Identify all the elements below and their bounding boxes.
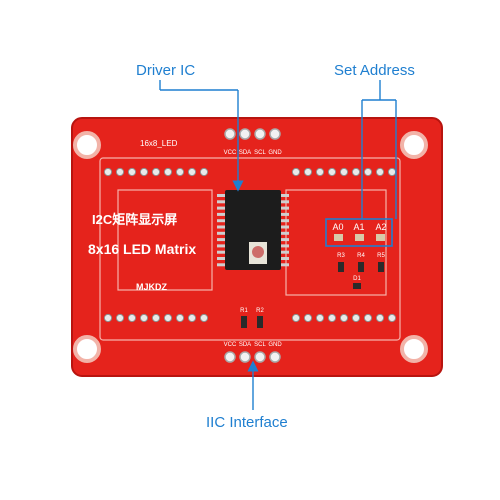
header-pin	[351, 313, 361, 323]
top-header-pin-sda: SDA	[239, 150, 251, 156]
header-pin	[127, 167, 137, 177]
ic-leg	[281, 194, 289, 197]
board-top-label: 16x8_LED	[140, 139, 178, 148]
driver-ic-pins	[217, 194, 289, 267]
ic-leg	[217, 194, 225, 197]
header-pin	[187, 313, 197, 323]
header-pin	[375, 167, 385, 177]
header-pin	[199, 313, 209, 323]
address-pad-a1: A1	[353, 222, 364, 232]
ic-leg	[217, 257, 225, 260]
board-title-en: 8x16 LED Matrix	[88, 241, 196, 257]
header-pin	[351, 167, 361, 177]
pullup-label-r1: R1	[240, 308, 248, 314]
ic-leg	[281, 200, 289, 204]
board-title-cn: I2C矩阵显示屏	[92, 212, 177, 227]
silkscreen-outlines	[99, 157, 401, 341]
ic-leg	[217, 250, 225, 254]
set-address-highlight	[325, 218, 393, 247]
callout-iic-interface: IIC Interface	[206, 414, 288, 431]
header-pin	[127, 313, 137, 323]
header-pin	[363, 167, 373, 177]
header-pin	[303, 167, 313, 177]
led-label: D1	[353, 276, 361, 282]
header-pin	[115, 313, 125, 323]
top-header-pin-scl: SCL	[254, 150, 266, 156]
ic-leg	[281, 263, 289, 267]
bottom-header-pin-sda: SDA	[239, 342, 251, 348]
header-pin	[103, 167, 113, 177]
header-pin	[175, 313, 185, 323]
bottom-header-pin-gnd: GND	[268, 342, 282, 348]
top-header	[224, 128, 281, 140]
header-pin	[291, 167, 301, 177]
header-pin	[327, 167, 337, 177]
ic-leg	[217, 206, 225, 210]
callout-set-address: Set Address	[334, 62, 415, 79]
ic-leg	[281, 238, 289, 242]
header-pin	[339, 313, 349, 323]
header-pin	[199, 167, 209, 177]
header-pin	[375, 313, 385, 323]
ic-leg	[281, 225, 289, 229]
pullup-resistors	[241, 316, 263, 328]
ic-leg	[281, 244, 289, 248]
top-header-pin-gnd: GND	[268, 150, 282, 156]
header-pin	[363, 313, 373, 323]
ic-leg	[217, 238, 225, 242]
ic-leg	[217, 225, 225, 229]
mounting-holes	[73, 131, 428, 363]
top-header-pin-vcc: VCC	[224, 150, 237, 156]
header-pin	[115, 167, 125, 177]
ic-leg	[217, 231, 225, 235]
header-pin	[151, 167, 161, 177]
ic-leg	[281, 257, 289, 260]
header-pin	[387, 167, 397, 177]
header-pin	[175, 167, 185, 177]
resistor-label-r5: R5	[377, 253, 385, 259]
status-led	[353, 283, 361, 289]
callout-driver-ic: Driver IC	[136, 62, 196, 79]
ic-leg	[281, 250, 289, 254]
ic-leg	[217, 244, 225, 248]
address-pad-a0: A0	[332, 222, 343, 232]
address-resistors	[338, 262, 384, 272]
address-pads	[334, 234, 385, 241]
header-pin	[315, 167, 325, 177]
pullup-label-r2: R2	[256, 308, 264, 314]
board-brand: MJKDZ	[136, 282, 168, 292]
header-pin	[303, 313, 313, 323]
address-pad-a2: A2	[375, 222, 386, 232]
ic-leg	[281, 231, 289, 235]
ic-leg	[217, 219, 225, 223]
header-pin	[339, 167, 349, 177]
resistor-label-r3: R3	[337, 253, 345, 259]
ic-leg	[281, 212, 289, 216]
ic-leg	[217, 263, 225, 267]
header-pin	[291, 313, 301, 323]
resistor-label-r4: R4	[357, 253, 365, 259]
pin-rows	[103, 167, 397, 323]
bottom-header	[224, 351, 281, 363]
header-pin	[139, 167, 149, 177]
bottom-header-pin-scl: SCL	[254, 342, 266, 348]
header-pin	[387, 313, 397, 323]
ic-leg	[281, 206, 289, 210]
header-pin	[187, 167, 197, 177]
header-pin	[103, 313, 113, 323]
header-pin	[163, 313, 173, 323]
ic-leg	[217, 212, 225, 216]
header-pin	[139, 313, 149, 323]
header-pin	[327, 313, 337, 323]
callout-leaders	[159, 80, 397, 410]
ic-leg	[217, 200, 225, 204]
header-pin	[315, 313, 325, 323]
header-pin	[163, 167, 173, 177]
ic-leg	[281, 219, 289, 223]
bottom-header-pin-vcc: VCC	[224, 342, 237, 348]
header-pin	[151, 313, 161, 323]
driver-ic-sticker	[249, 242, 267, 264]
